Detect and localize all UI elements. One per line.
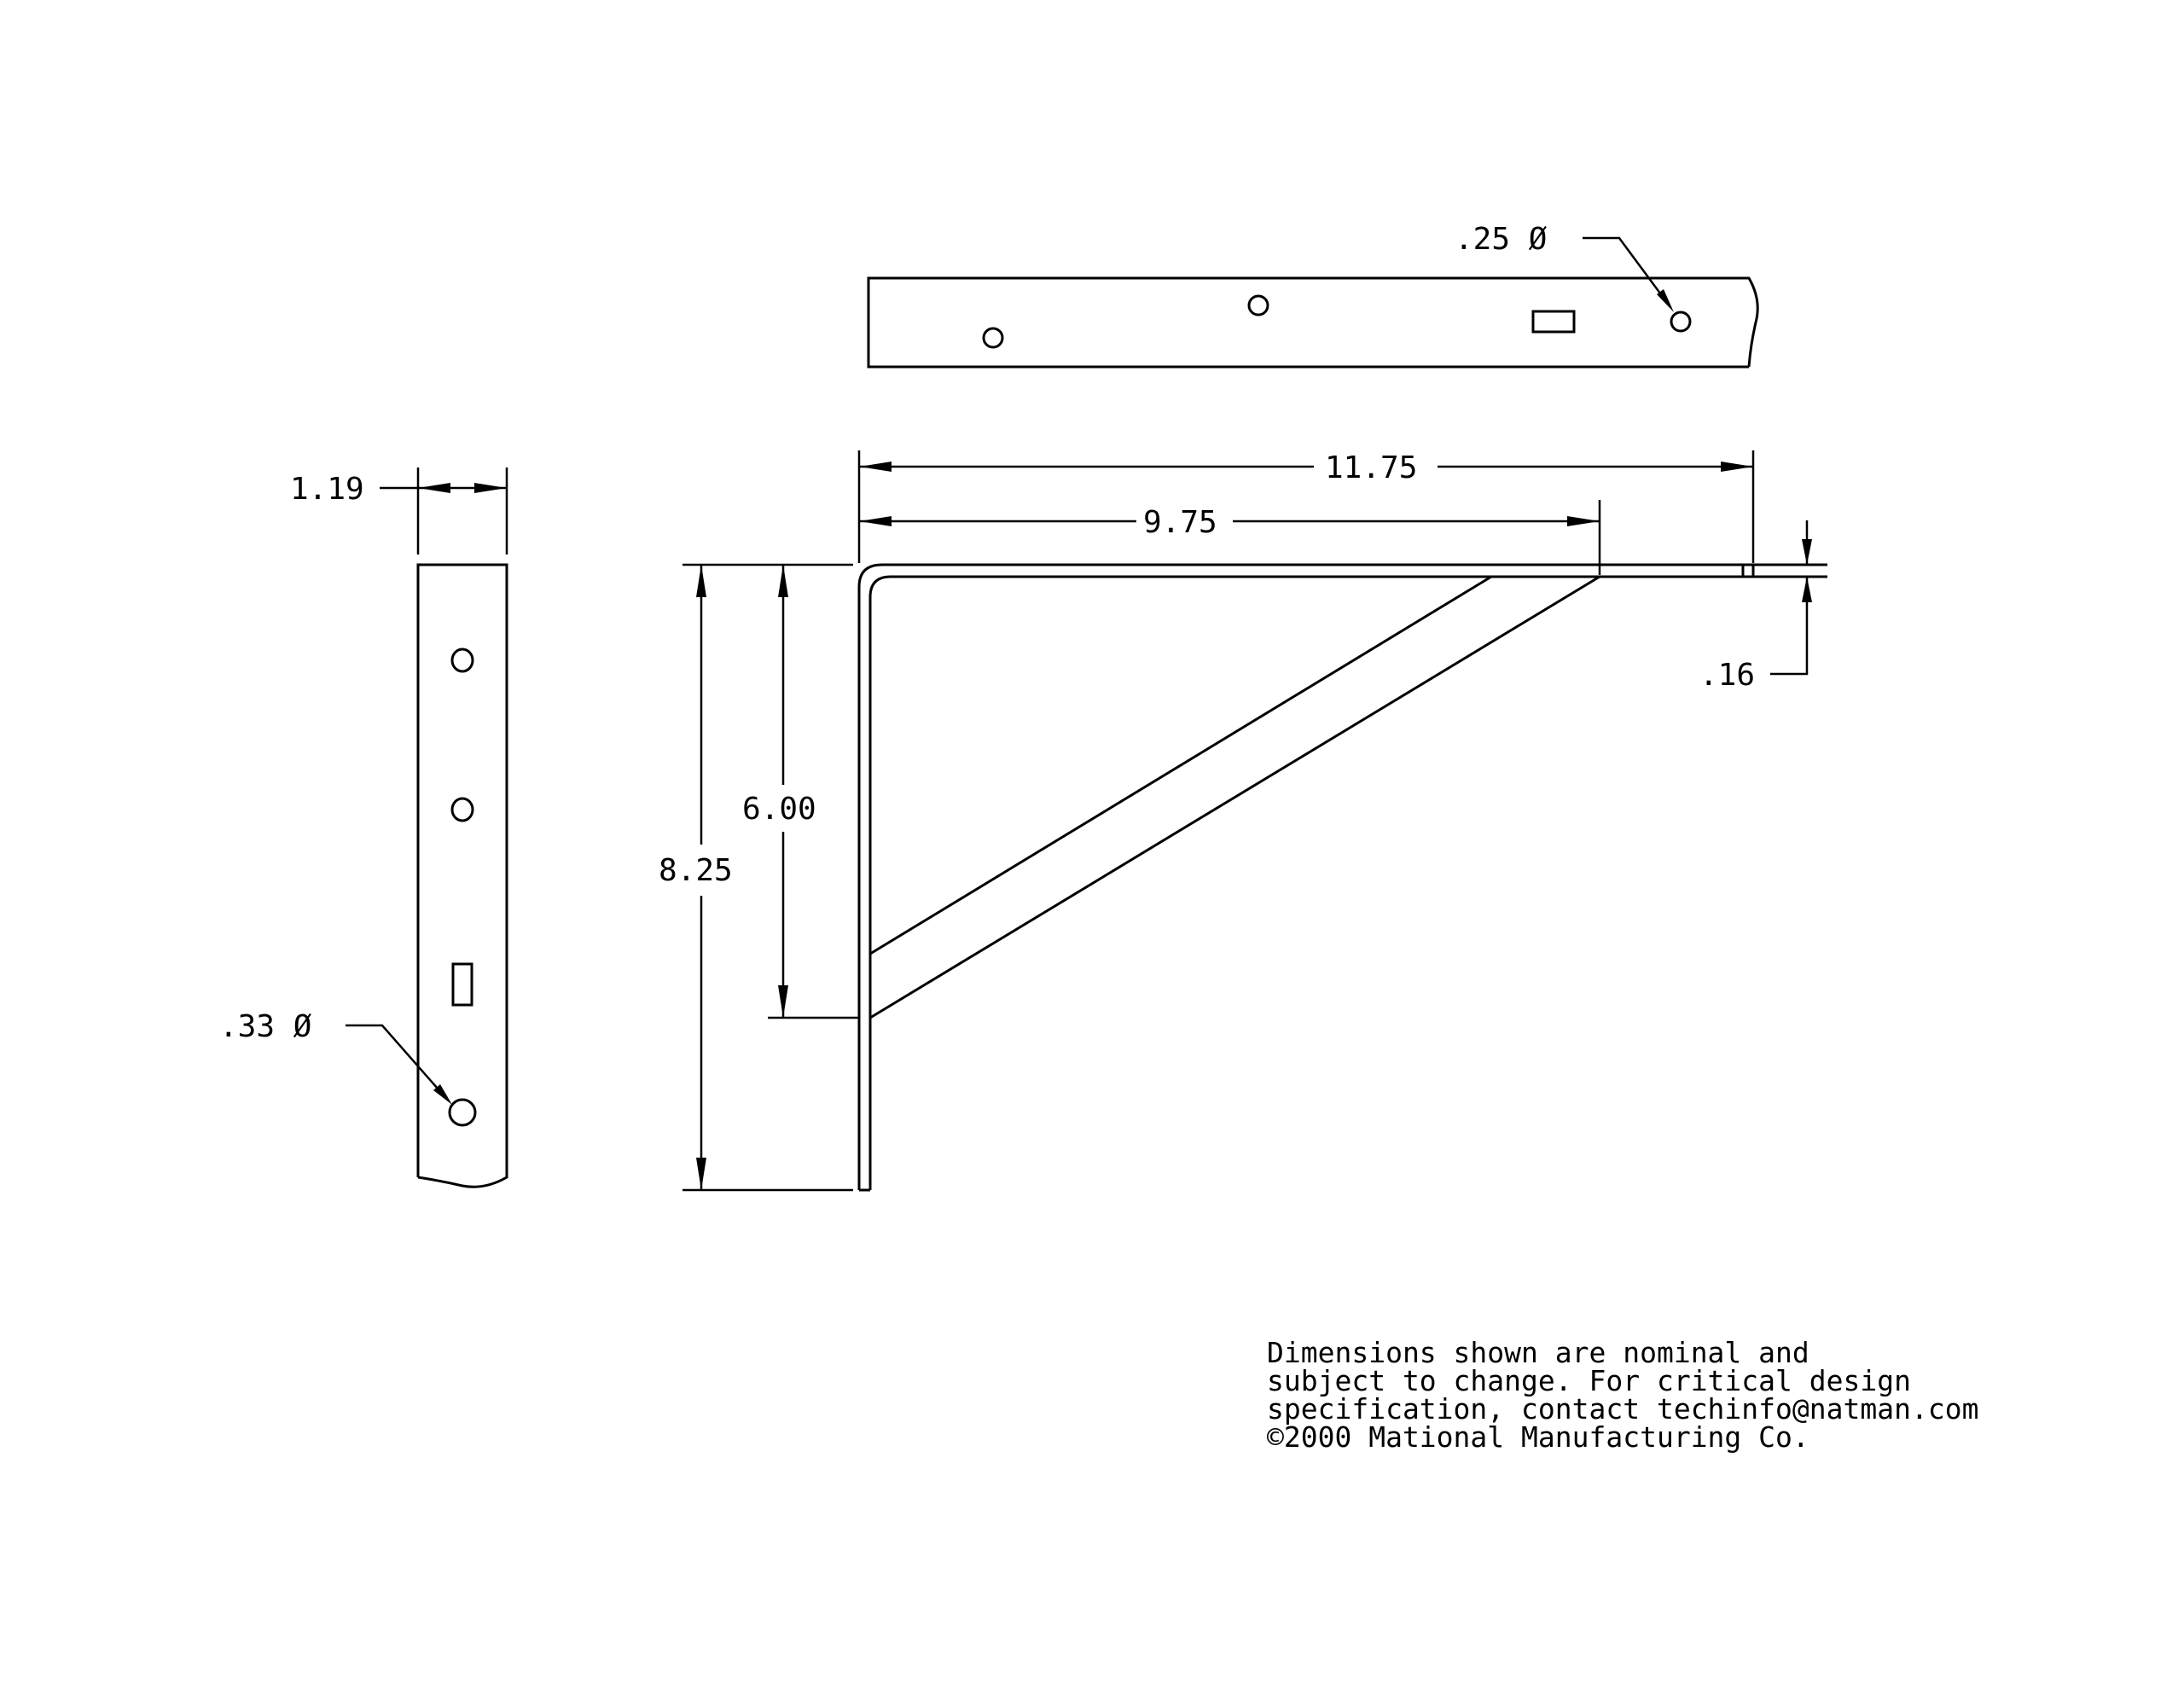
thickness-label: .16	[1699, 658, 1755, 693]
height-label: 8.25	[659, 853, 733, 888]
top-view-hole-2	[1247, 294, 1269, 316]
side-view-hole-2	[450, 797, 474, 822]
thickness-arrow-top	[1802, 539, 1812, 565]
brace-length-label: 9.75	[1143, 505, 1217, 540]
elevation-view: 11.75 9.75 8.25 6.00 .16	[659, 450, 1827, 1192]
side-view-hole-large	[448, 1098, 477, 1127]
note-line-4: ©2000 Mational Manufacturing Co.	[1267, 1420, 1809, 1454]
side-view-strip-outline	[416, 563, 508, 1188]
note-block: Dimensions shown are nominal and subject…	[1267, 1336, 1978, 1454]
side-hole-arrow	[433, 1084, 452, 1105]
brace-length-arrow-left	[859, 516, 892, 526]
width-arrow-right	[474, 483, 507, 493]
note-line-3: specification, contact techinfo@natman.c…	[1267, 1392, 1978, 1426]
brace-height-arrow-top	[778, 565, 788, 597]
top-view-slot	[1531, 310, 1576, 334]
side-hole-label: .33 Ø	[219, 1009, 312, 1044]
top-view-hole-1	[982, 327, 1004, 349]
side-view-slot	[451, 962, 473, 1007]
brace-lower-edge	[869, 575, 1600, 1019]
top-view-strip-outline	[867, 276, 1759, 369]
overall-length-label: 11.75	[1325, 450, 1417, 485]
brace-upper-edge	[869, 575, 1492, 955]
side-hole-leader	[346, 1024, 444, 1096]
top-hole-arrow	[1657, 289, 1674, 312]
overall-length-arrow-right	[1721, 462, 1753, 472]
overall-length-arrow-left	[859, 462, 892, 472]
side-view-hole-1	[450, 647, 474, 673]
top-hole-leader	[1583, 236, 1667, 301]
brace-height-label: 6.00	[742, 792, 816, 827]
note-line-1: Dimensions shown are nominal and	[1267, 1336, 1809, 1369]
height-arrow-top	[696, 565, 706, 597]
top-view-hole-large	[1670, 311, 1692, 333]
width-arrow-left	[418, 483, 450, 493]
side-view: 1.19 .33 Ø	[219, 467, 508, 1188]
brace-height-arrow-bottom	[778, 985, 788, 1018]
bracket-inner-edge	[868, 575, 1827, 1190]
height-arrow-bottom	[696, 1158, 706, 1190]
thickness-arrow-bottom	[1802, 577, 1812, 602]
width-label: 1.19	[290, 472, 364, 507]
bracket-outer-edge	[857, 563, 1827, 1190]
thickness-line-bottom	[1770, 577, 1809, 676]
brace-length-arrow-right	[1567, 516, 1600, 526]
top-hole-label: .25 Ø	[1455, 222, 1548, 257]
note-line-2: subject to change. For critical design	[1267, 1364, 1911, 1397]
top-view: .25 Ø	[867, 222, 1759, 369]
